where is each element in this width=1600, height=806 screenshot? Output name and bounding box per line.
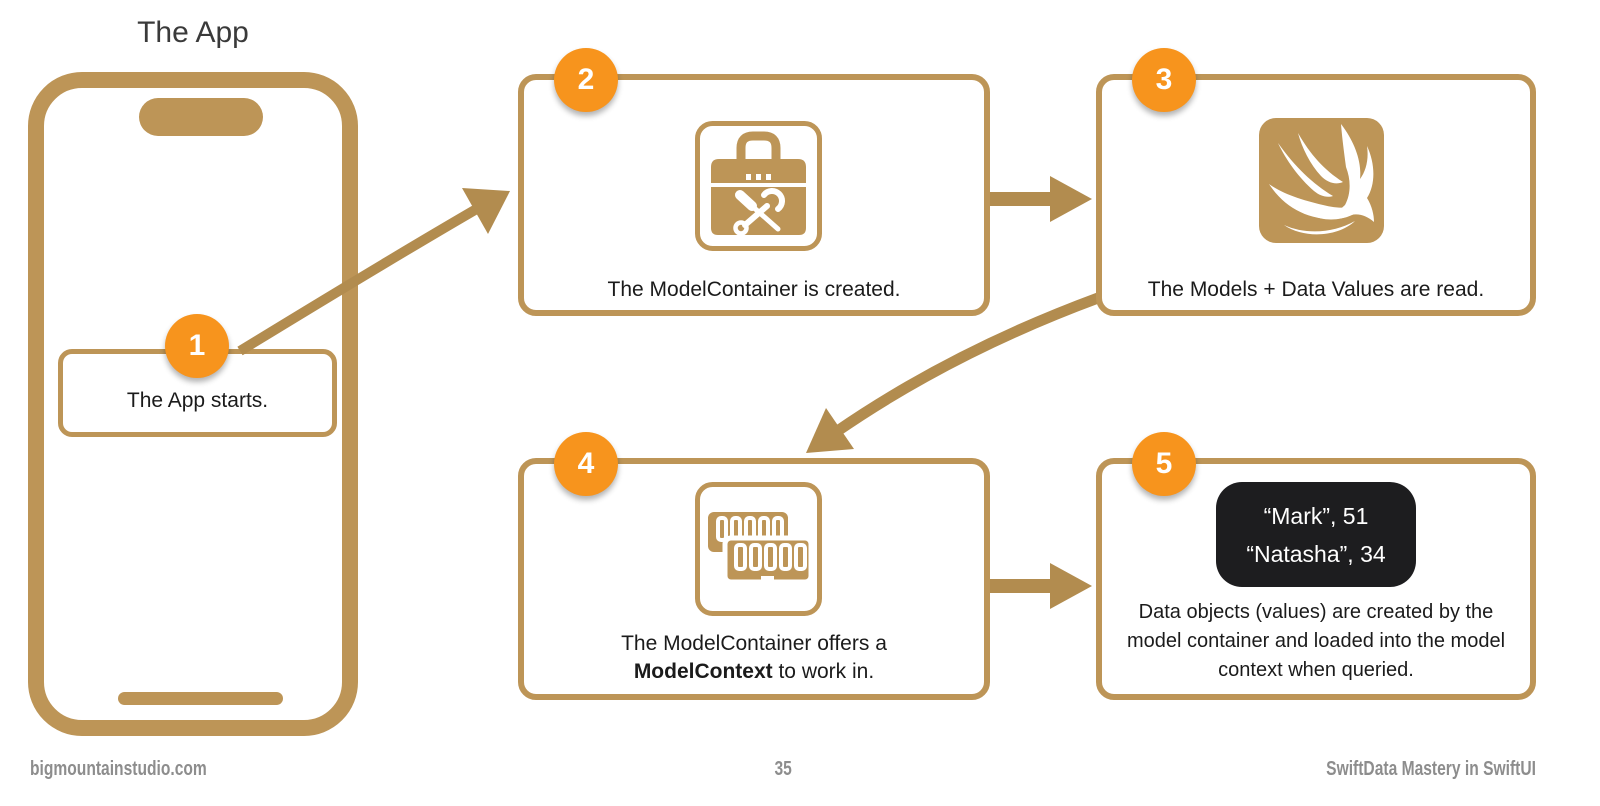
step-badge-4: 4 [554,432,618,496]
step-badge-3: 3 [1132,48,1196,112]
step5-caption-line2: model container and loaded into the mode… [1126,630,1506,652]
step4-caption-line1: The ModelContainer offers a [621,632,887,655]
step-badge-1: 1 [165,314,229,378]
step2-caption: The ModelContainer is created. [607,278,901,301]
data-value-line: “Natasha”, 34 [1246,540,1386,567]
crossed-tools-glyph [733,188,785,236]
step5-caption: Data objects (values) are created by the… [1102,598,1530,685]
phone-title: The App [137,16,249,49]
step3-caption: The Models + Data Values are read. [1147,278,1485,301]
step4-caption-line2: ModelContext to work in. [633,660,875,683]
step3-box: 3 The Models + Data Values are read. [1096,48,1536,316]
footer-book-title: SwiftData Mastery in SwiftUI [1326,758,1536,780]
step-badge-5: 5 [1132,432,1196,496]
step4-caption: The ModelContainer offers a ModelContext… [524,630,984,686]
app-starts-caption: The App starts. [126,389,269,412]
ram-memory-icon [695,482,822,616]
footer-page-number: 35 [774,758,792,780]
step5-box: 5 “Mark”, 51 “Natasha”, 34 Data objects … [1096,432,1536,700]
iphone-frame: The App starts. 1 [28,72,358,736]
ram-sticks-glyph [708,512,814,585]
step5-caption-line3: context when queried. [1218,659,1414,681]
footer-site: bigmountainstudio.com [30,758,207,780]
home-indicator-icon [118,692,283,705]
data-values-box: “Mark”, 51 “Natasha”, 34 [1216,482,1416,587]
arrow-step4-to-step5 [990,563,1092,609]
step2-box: 2 The ModelContainer is created. [518,48,990,316]
step-badge-2: 2 [554,48,618,112]
step4-box: 4 [518,432,990,700]
toolbox-icon [695,121,822,251]
arrow-step3-to-step4 [806,292,1100,453]
step5-caption-line1: Data objects (values) are created by the [1138,601,1494,623]
swift-logo-icon [1259,118,1384,243]
data-value-line: “Mark”, 51 [1263,502,1369,529]
dynamic-island-icon [139,98,263,136]
arrow-step2-to-step3 [990,176,1092,222]
